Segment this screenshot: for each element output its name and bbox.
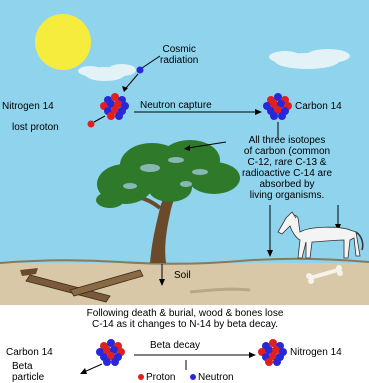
beta-particle-line-1: Beta	[12, 361, 44, 372]
legend-neutron-label: Neutron	[198, 372, 234, 383]
cosmic-radiation-line-1: Cosmic	[160, 44, 198, 55]
decay-note: Following death & burial, wood & bones l…	[10, 308, 360, 330]
isotopes-note-line-6: living organisms.	[228, 190, 346, 201]
isotopes-note-line-2: of carbon (common	[228, 146, 346, 157]
legend-proton-label: Proton	[146, 372, 175, 383]
cosmic-radiation-label: Cosmic radiation	[160, 44, 198, 66]
cosmic-radiation-line-2: radiation	[160, 55, 198, 66]
beta-particle-label: Beta particle	[12, 361, 44, 383]
legend-proton-dot	[138, 374, 144, 380]
isotopes-note-line-4: radioactive C-14 are	[228, 168, 346, 179]
legend-neutron-dot	[190, 374, 196, 380]
isotopes-note-line-1: All three isotopes	[228, 135, 346, 146]
soil-label: Soil	[174, 270, 191, 281]
nitrogen-bottom-label: Nitrogen 14	[290, 347, 342, 358]
beta-decay-label: Beta decay	[150, 340, 200, 351]
decay-note-line-2: C-14 as it changes to N-14 by beta decay…	[10, 319, 360, 330]
isotopes-note-line-3: C-12, rare C-13 &	[228, 157, 346, 168]
decay-note-line-1: Following death & burial, wood & bones l…	[10, 308, 360, 319]
nitrogen-top-label: Nitrogen 14	[2, 101, 54, 112]
neutron-capture-label: Neutron capture	[140, 100, 212, 111]
sun	[35, 14, 91, 70]
carbon-bottom-label: Carbon 14	[6, 347, 53, 358]
isotopes-note-line-5: absorbed by	[228, 179, 346, 190]
lost-proton-label: lost proton	[12, 122, 59, 133]
lost-proton	[88, 121, 95, 128]
incoming-neutron	[137, 67, 144, 74]
beta-particle-line-2: particle	[12, 372, 44, 383]
carbon-top-label: Carbon 14	[295, 101, 342, 112]
isotopes-note: All three isotopes of carbon (common C-1…	[228, 135, 346, 201]
